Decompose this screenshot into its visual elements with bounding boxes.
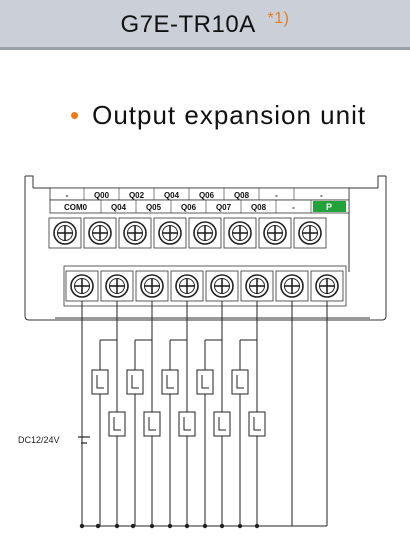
junction-dot — [130, 523, 136, 529]
upper-screw-terminal — [83, 217, 117, 249]
load-coil — [143, 411, 161, 437]
load-coil — [178, 411, 196, 437]
upper-screw-terminal — [188, 217, 222, 249]
lower-screw-terminal — [240, 270, 274, 302]
load-coil — [161, 369, 179, 395]
bottom-terminal-label: Q06 — [181, 203, 197, 212]
junction-dot — [219, 523, 225, 529]
upper-screw-terminal — [293, 217, 327, 249]
load-coil — [213, 411, 231, 437]
upper-terminal-row — [48, 217, 327, 249]
bottom-terminal-label: Q07 — [216, 203, 232, 212]
top-terminal-label: Q08 — [234, 191, 250, 200]
top-terminal-label: - — [66, 191, 69, 200]
upper-screw-terminal — [48, 217, 82, 249]
top-terminal-label: - — [275, 191, 278, 200]
footnote-marker: *1) — [267, 10, 290, 27]
bottom-terminal-label: Q05 — [146, 203, 162, 212]
lower-screw-terminal — [275, 270, 309, 302]
lower-screw-terminal — [100, 270, 134, 302]
load-coil — [91, 369, 109, 395]
upper-screw-terminal — [118, 217, 152, 249]
junction-dots — [79, 523, 260, 529]
upper-screw-terminal — [223, 217, 257, 249]
junction-dot — [237, 523, 243, 529]
lower-screw-terminal — [170, 270, 204, 302]
upper-screw-terminal — [258, 217, 292, 249]
title-bar: G7E-TR10A *1) — [0, 0, 410, 50]
junction-dot — [114, 523, 120, 529]
load-coil — [248, 411, 266, 437]
pin-label-box — [313, 201, 346, 212]
section-heading-text: Output expansion unit — [92, 100, 367, 130]
model-name: G7E-TR10A — [120, 11, 255, 38]
load-coil — [108, 411, 126, 437]
lower-screw-terminal — [310, 270, 344, 302]
bottom-terminal-label: Q08 — [251, 203, 267, 212]
load-coil — [196, 369, 214, 395]
top-terminal-label: Q02 — [129, 191, 145, 200]
junction-dot — [95, 523, 101, 529]
dc-supply-label: DC12/24V — [18, 435, 60, 445]
bottom-terminal-label: - — [292, 203, 295, 212]
lower-screw-terminal — [205, 270, 239, 302]
bottom-terminal-label: COM0 — [64, 203, 88, 212]
dc-supply-symbol — [78, 436, 90, 444]
load-symbols — [91, 369, 266, 437]
lower-screw-terminal — [135, 270, 169, 302]
top-terminal-label: Q04 — [164, 191, 180, 200]
junction-dot — [167, 523, 173, 529]
junction-dot — [79, 523, 85, 529]
wiring-lines — [81, 301, 328, 527]
top-terminal-label: Q00 — [94, 191, 110, 200]
upper-screw-terminal — [153, 217, 187, 249]
pin-label: P — [326, 202, 332, 212]
lower-screw-terminal — [65, 270, 99, 302]
junction-dot — [254, 523, 260, 529]
bullet-icon: • — [70, 100, 81, 130]
section-heading: • Output expansion unit — [70, 100, 366, 131]
top-terminal-label: - — [320, 191, 323, 200]
junction-dot — [202, 523, 208, 529]
junction-dot — [149, 523, 155, 529]
page-title: G7E-TR10A *1) — [0, 10, 410, 39]
lower-terminal-row — [63, 265, 347, 307]
bottom-terminal-label: Q04 — [111, 203, 127, 212]
load-coil — [231, 369, 249, 395]
load-coil — [126, 369, 144, 395]
junction-dot — [184, 523, 190, 529]
top-terminal-label: Q06 — [199, 191, 215, 200]
